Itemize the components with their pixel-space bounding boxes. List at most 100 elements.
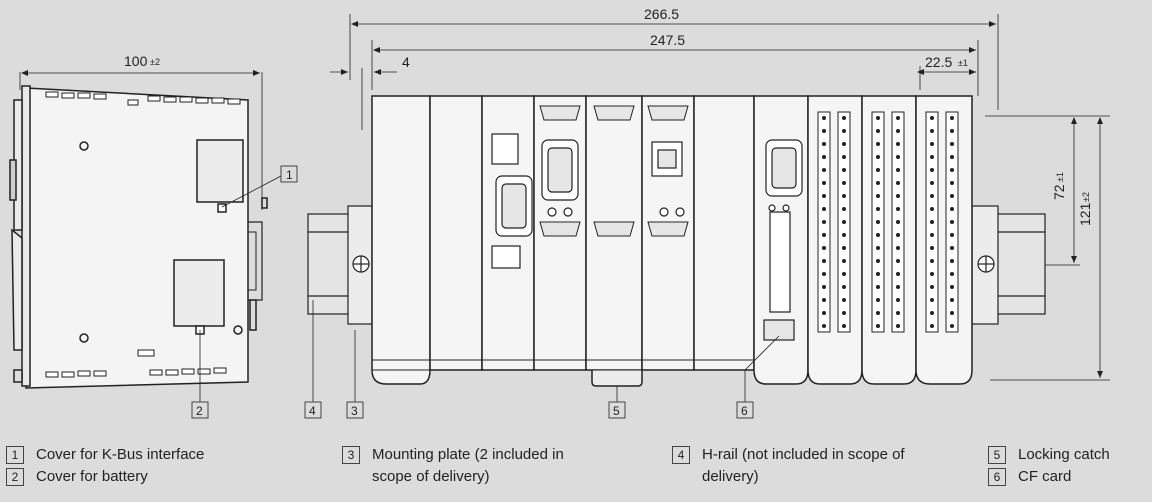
terminal-dot bbox=[876, 181, 880, 185]
terminal-dot bbox=[896, 246, 900, 250]
terminal-dot bbox=[842, 246, 846, 250]
legend-column-1: 1 Cover for K-Bus interface 2 Cover for … bbox=[6, 444, 204, 488]
terminal-dot bbox=[950, 220, 954, 224]
terminal-dot bbox=[896, 298, 900, 302]
legend-text: Locking catch bbox=[1018, 446, 1110, 463]
terminal-dot bbox=[950, 324, 954, 328]
terminal-dot bbox=[822, 298, 826, 302]
legend-text: Mounting plate (2 included in scope of d… bbox=[372, 444, 564, 488]
terminal-dot bbox=[876, 194, 880, 198]
terminal-dot bbox=[822, 259, 826, 263]
dim-device-height-tol: ±2 bbox=[1081, 192, 1091, 202]
terminal-dot bbox=[842, 142, 846, 146]
terminal-dot bbox=[950, 155, 954, 159]
terminal-dot bbox=[876, 233, 880, 237]
terminal-dot bbox=[950, 272, 954, 276]
terminal-dot bbox=[950, 298, 954, 302]
terminal-dot bbox=[842, 272, 846, 276]
terminal-dot bbox=[930, 142, 934, 146]
legend-text: CF card bbox=[1018, 468, 1072, 485]
callout-3: 3 bbox=[351, 404, 358, 418]
legend-num: 5 bbox=[988, 446, 1006, 464]
callout-6: 6 bbox=[741, 404, 748, 418]
callout-5: 5 bbox=[613, 404, 620, 418]
terminal-dot bbox=[930, 272, 934, 276]
terminal-dot bbox=[822, 311, 826, 315]
terminal-dot bbox=[822, 142, 826, 146]
terminal-dot bbox=[842, 194, 846, 198]
terminal-dot bbox=[950, 129, 954, 133]
dim-module-span: 247.5 bbox=[650, 32, 685, 48]
terminal-dot bbox=[930, 129, 934, 133]
terminal-dot bbox=[876, 142, 880, 146]
dim-module-width: 22.5 bbox=[925, 54, 952, 70]
terminal-dot bbox=[930, 311, 934, 315]
terminal-dot bbox=[930, 207, 934, 211]
terminal-dot bbox=[822, 220, 826, 224]
legend-text-line1: H-rail (not included in scope of bbox=[702, 446, 905, 463]
terminal-dot bbox=[876, 207, 880, 211]
callout-box-6 bbox=[736, 401, 754, 419]
terminal-dot bbox=[842, 116, 846, 120]
dim-module-width-tol: ±1 bbox=[958, 58, 968, 68]
terminal-dot bbox=[950, 142, 954, 146]
terminal-dot bbox=[896, 220, 900, 224]
legend-text: H-rail (not included in scope of deliver… bbox=[702, 444, 905, 488]
terminal-dot bbox=[930, 233, 934, 237]
legend-item: 1 Cover for K-Bus interface bbox=[6, 444, 204, 466]
terminal-dot bbox=[930, 168, 934, 172]
legend-item: 6 CF card bbox=[988, 466, 1110, 488]
terminal-dot bbox=[842, 129, 846, 133]
terminal-dot bbox=[896, 194, 900, 198]
legend-item: 5 Locking catch bbox=[988, 444, 1110, 466]
terminal-dot bbox=[896, 168, 900, 172]
terminal-dot bbox=[822, 324, 826, 328]
terminal-dot bbox=[950, 168, 954, 172]
terminal-dot bbox=[842, 233, 846, 237]
terminal-dot bbox=[876, 116, 880, 120]
terminal-dot bbox=[896, 259, 900, 263]
terminal-dot bbox=[930, 181, 934, 185]
dim-overall-width: 266.5 bbox=[644, 6, 679, 22]
legend-text-line2: delivery) bbox=[702, 468, 759, 485]
callout-box-1 bbox=[280, 165, 298, 183]
legend-text-line1: Mounting plate (2 included in bbox=[372, 446, 564, 463]
legend-text: Cover for K-Bus interface bbox=[36, 446, 205, 463]
terminal-dot bbox=[822, 129, 826, 133]
legend-item: 2 Cover for battery bbox=[6, 466, 204, 488]
terminal-dot bbox=[822, 285, 826, 289]
terminal-dot bbox=[950, 259, 954, 263]
terminal-dot bbox=[950, 116, 954, 120]
terminal-dot bbox=[896, 155, 900, 159]
terminal-dot bbox=[842, 285, 846, 289]
callout-2: 2 bbox=[196, 404, 203, 418]
terminal-dot bbox=[950, 207, 954, 211]
terminal-dot bbox=[896, 311, 900, 315]
terminal-dot bbox=[930, 155, 934, 159]
dim-rail-height: 72 bbox=[1051, 184, 1067, 200]
terminal-dot bbox=[842, 220, 846, 224]
callout-4: 4 bbox=[309, 404, 316, 418]
terminal-dot bbox=[822, 246, 826, 250]
dim-side-width: 100 bbox=[124, 53, 148, 69]
terminal-dot bbox=[842, 259, 846, 263]
terminal-dot bbox=[822, 194, 826, 198]
terminal-dot bbox=[842, 298, 846, 302]
terminal-dot bbox=[842, 181, 846, 185]
terminal-dot bbox=[930, 324, 934, 328]
mounting-plate bbox=[347, 205, 999, 325]
terminal-dot bbox=[950, 246, 954, 250]
terminal-dot bbox=[876, 285, 880, 289]
terminal-dot bbox=[822, 155, 826, 159]
terminal-dot bbox=[930, 194, 934, 198]
terminal-dot bbox=[896, 142, 900, 146]
terminal-dot bbox=[930, 259, 934, 263]
dim-side-width-tol: ±2 bbox=[150, 57, 160, 67]
terminal-dot bbox=[876, 129, 880, 133]
legend-num: 1 bbox=[6, 446, 24, 464]
dim-rail-offset: 4 bbox=[402, 54, 410, 70]
terminal-dot bbox=[876, 168, 880, 172]
terminal-dot bbox=[876, 246, 880, 250]
terminal-dot bbox=[896, 324, 900, 328]
terminal-dot bbox=[876, 324, 880, 328]
